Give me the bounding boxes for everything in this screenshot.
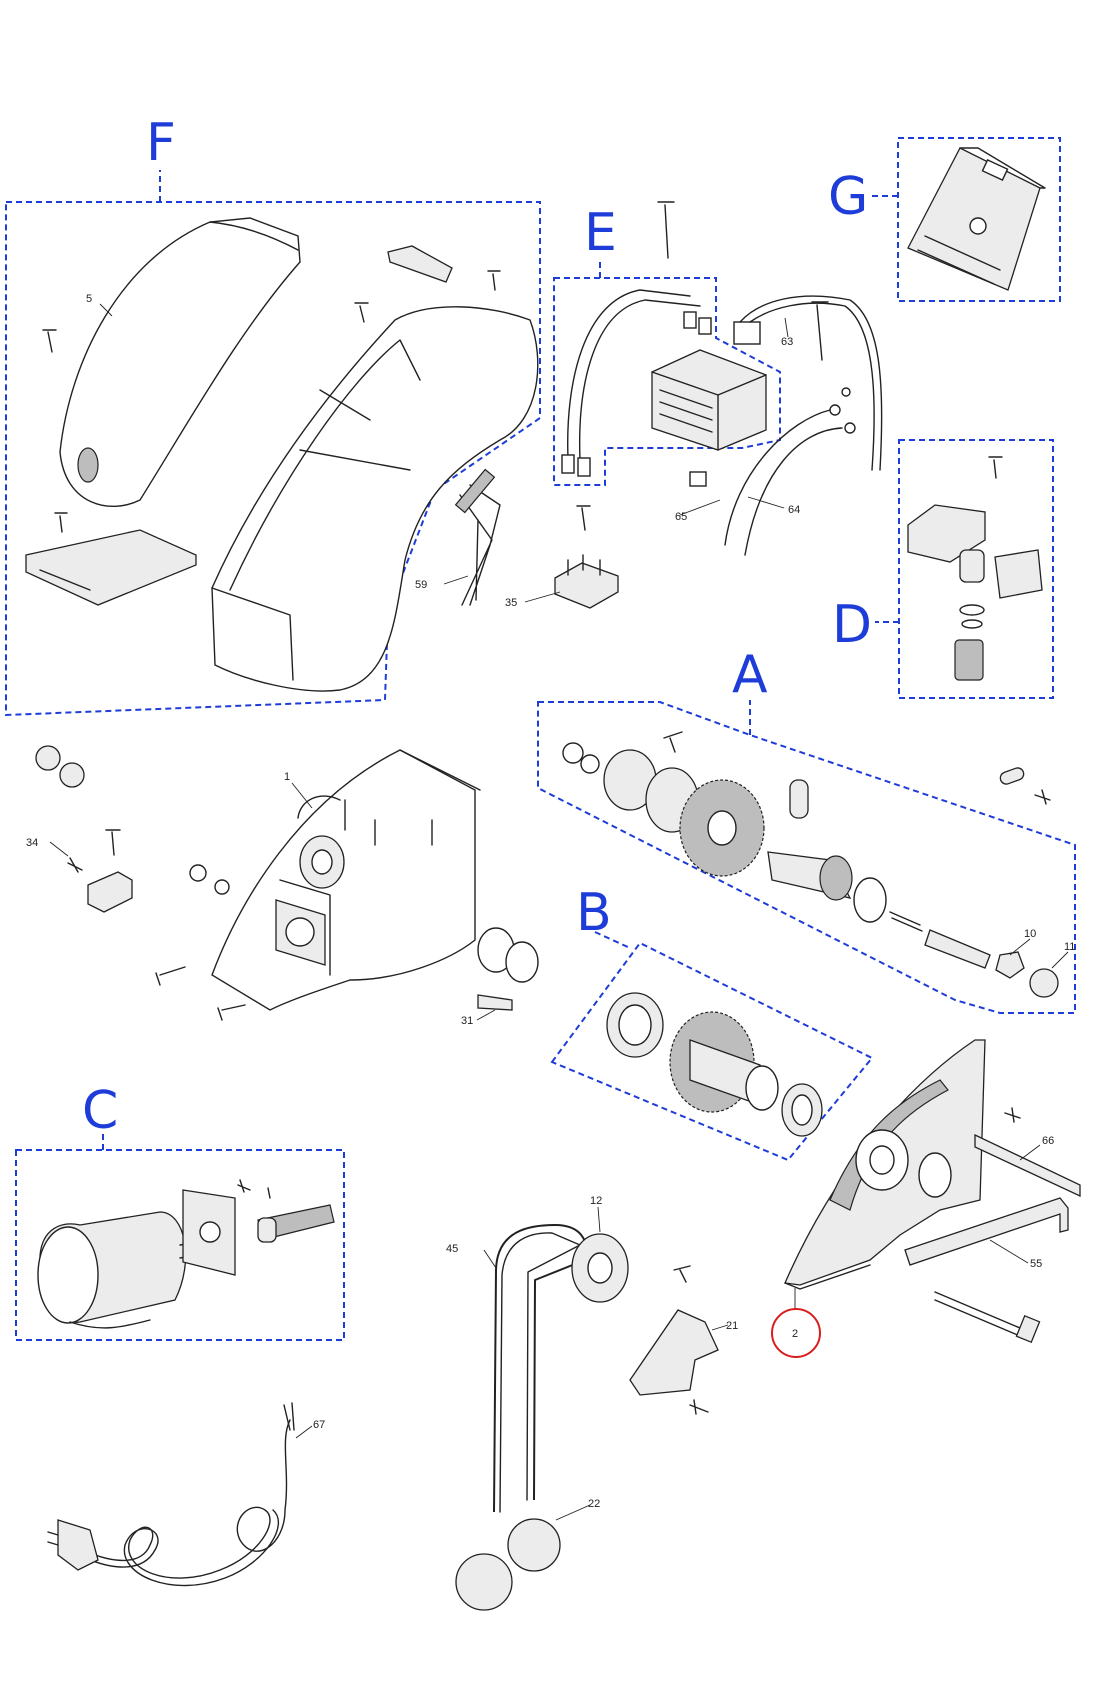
part-label-10: 10 — [1024, 928, 1036, 940]
terminal-strip-part — [87, 871, 133, 913]
cable-bundle-part — [459, 484, 501, 606]
part-label-35: 35 — [505, 597, 517, 609]
group-outlines — [5, 137, 1076, 1341]
part-label-63: 63 — [781, 336, 793, 348]
terminal-block-part — [554, 562, 619, 609]
group-f-outline — [5, 201, 541, 717]
transformer-part — [651, 349, 767, 451]
switch-bracket-part — [907, 504, 986, 563]
group-d-parts — [907, 456, 1043, 681]
group-e-parts — [554, 201, 883, 609]
part-label-45: 45 — [446, 1243, 458, 1255]
part-label-31: 31 — [461, 1015, 473, 1027]
switch-cover-part — [994, 549, 1043, 599]
wire-65 — [724, 409, 831, 546]
part-label-12: 12 — [590, 1195, 602, 1207]
cable-gland — [35, 745, 61, 771]
group-letter-e: E — [584, 203, 617, 263]
letter-connectors — [102, 170, 899, 1150]
part-label-2: 2 — [792, 1328, 798, 1340]
group-g-parts — [907, 147, 1046, 291]
part-label-11: 11 — [1064, 941, 1075, 953]
switch-spring-part — [959, 549, 985, 583]
ball-22 — [455, 1553, 513, 1611]
gearbox-parts — [35, 745, 539, 1021]
bracket-55 — [904, 1197, 1069, 1266]
washer-11 — [1029, 968, 1059, 998]
wire-pair — [567, 289, 701, 461]
pin-part — [924, 929, 991, 969]
group-b-parts — [606, 992, 823, 1137]
highlight-circle — [771, 1308, 821, 1358]
group-g-outline — [897, 137, 1061, 302]
screw-icon — [42, 329, 57, 353]
part-label-64: 64 — [788, 504, 800, 516]
switch-pinion-part — [954, 639, 984, 681]
group-e-outline — [553, 277, 781, 486]
bolt-part — [934, 1291, 1021, 1337]
group-c-parts — [37, 1179, 335, 1329]
group-letter-b: B — [576, 883, 612, 943]
part-number-labels: 5 1 34 31 59 35 65 64 63 10 11 12 45 21 … — [26, 293, 1075, 1510]
leader-lines — [49, 303, 1069, 1521]
group-a-parts — [562, 731, 1059, 998]
board-cover-part — [25, 529, 197, 606]
part-label-66: 66 — [1042, 1135, 1054, 1147]
key-part — [789, 779, 809, 819]
group-d-outline — [898, 439, 1054, 699]
part-label-22: 22 — [588, 1498, 600, 1510]
gearbox-body-part — [211, 749, 476, 1011]
long-screw — [657, 201, 675, 259]
part-label-55: 55 — [1030, 1258, 1042, 1270]
plug-part — [57, 1519, 99, 1571]
part-label-5: 5 — [86, 293, 92, 305]
part-label-65: 65 — [675, 511, 687, 523]
group-letter-a: A — [732, 645, 768, 705]
main-housing-part — [211, 306, 539, 692]
label-plate-part — [387, 245, 453, 283]
bracket-21 — [629, 1309, 719, 1396]
power-cord-67 — [77, 1419, 291, 1579]
top-cover-part — [59, 217, 301, 507]
group-letter-c: C — [82, 1081, 118, 1141]
part-label-1: 1 — [284, 771, 290, 783]
group-letter-d: D — [832, 595, 872, 655]
part-label-34: 34 — [26, 837, 38, 849]
base-plate-parts — [784, 1039, 1081, 1344]
part-label-67: 67 — [313, 1419, 325, 1431]
group-a-outline — [537, 701, 1076, 1014]
wire-64 — [744, 427, 843, 556]
pin-31 — [477, 994, 513, 1011]
group-letter-f: F — [146, 113, 176, 173]
misc-parts — [47, 1224, 719, 1611]
group-b-outline — [550, 941, 874, 1162]
group-f-parts — [25, 217, 539, 692]
part-label-59: 59 — [415, 579, 427, 591]
screw-63 — [811, 301, 829, 361]
part-label-21: 21 — [726, 1320, 738, 1332]
group-letters: F E G D A B C — [82, 113, 872, 1141]
group-letter-g: G — [828, 167, 868, 227]
nut-10 — [995, 951, 1025, 979]
group-c-outline — [15, 1149, 345, 1341]
rod-66 — [974, 1133, 1081, 1198]
